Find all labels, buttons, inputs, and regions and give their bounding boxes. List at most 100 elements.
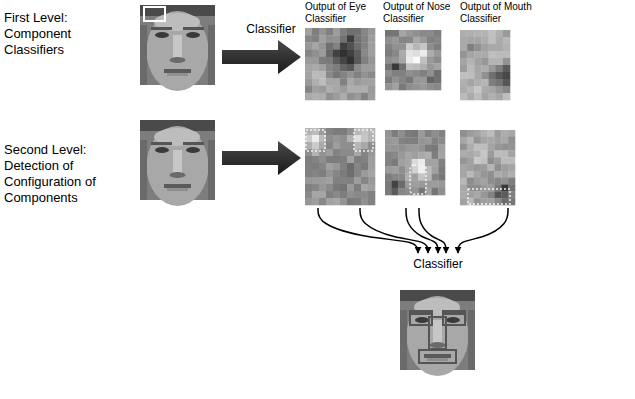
map-cell [319,93,326,101]
map-cell [474,37,481,44]
map-cell [413,70,420,77]
map-cell [398,181,405,189]
map-cell [354,177,361,184]
map-cell [399,50,406,57]
map-cell [474,58,481,65]
map-cell [398,173,405,181]
map-cell [392,152,399,160]
map-cell [368,50,375,58]
map-cell [467,130,474,137]
map-cell [496,51,503,58]
map-cell [361,142,368,149]
map-cell [326,128,333,135]
map-cell [385,77,392,84]
map-cell [438,152,445,160]
map-cell [333,86,340,94]
map-cell [420,57,427,64]
map-cell [474,150,481,157]
map-cell [305,184,312,191]
map-cell [347,42,354,50]
map-cell [368,28,375,36]
map-cell [405,166,412,174]
map-cell [333,142,340,149]
map-cell [420,83,427,90]
map-cell [460,58,467,65]
map-cell [501,157,508,164]
classifier-outputs [305,28,515,205]
map-cell [501,185,508,192]
map-cell [385,37,392,44]
map-cell [312,78,319,86]
map-cell [340,156,347,163]
map-cell [494,150,501,157]
map-cell [488,157,495,164]
map-cell [333,28,340,36]
map-cell [481,137,488,144]
map-cell [481,58,488,65]
map-cell [312,163,319,170]
map-cell [305,86,312,94]
map-cell [361,57,368,65]
map-cell [460,191,467,198]
map-cell [467,164,474,171]
map-cell [474,65,481,72]
map-cell [460,130,467,137]
map-cell [312,142,319,149]
map-cell [333,170,340,177]
map-cell [425,152,432,160]
map-cell [385,63,392,70]
map-cell [385,144,392,152]
map-cell [467,86,474,93]
output-map [460,30,510,100]
component-boxes [410,311,465,363]
map-cell [434,63,441,70]
map-cell [413,77,420,84]
map-cell [503,44,510,51]
output-map [460,130,515,205]
map-cell [385,137,392,145]
map-cell [503,72,510,79]
map-cell [418,166,425,174]
map-cell [340,170,347,177]
map-cell [361,71,368,79]
map-cell [326,86,333,94]
map-cell [434,57,441,64]
map-cell [399,83,406,90]
map-cell [496,37,503,44]
map-cell [312,128,319,135]
map-cell [319,71,326,79]
map-cell [368,71,375,79]
map-cell [319,156,326,163]
map-cell [333,78,340,86]
input-face [140,5,215,91]
map-cell [333,198,340,205]
map-cell [481,86,488,93]
map-cell [405,181,412,189]
map-cell [460,51,467,58]
map-cell [496,93,503,100]
map-cell [312,177,319,184]
map-cell [305,128,312,135]
map-cell [333,93,340,101]
map-cell [467,144,474,151]
map-cell [481,79,488,86]
map-cell [420,70,427,77]
map-cell [354,93,361,101]
map-cell [319,177,326,184]
block-arrow [222,141,301,175]
map-cell [340,149,347,156]
output-map [385,30,441,90]
map-cell [474,93,481,100]
map-cell [434,50,441,57]
map-cell [361,156,368,163]
map-cell [489,79,496,86]
map-cell [427,70,434,77]
map-cell [467,30,474,37]
map-cell [312,93,319,101]
map-cell [361,35,368,43]
map-cell [319,42,326,50]
map-cell [496,65,503,72]
map-cell [427,77,434,84]
map-cell [508,178,515,185]
map-cell [418,137,425,145]
